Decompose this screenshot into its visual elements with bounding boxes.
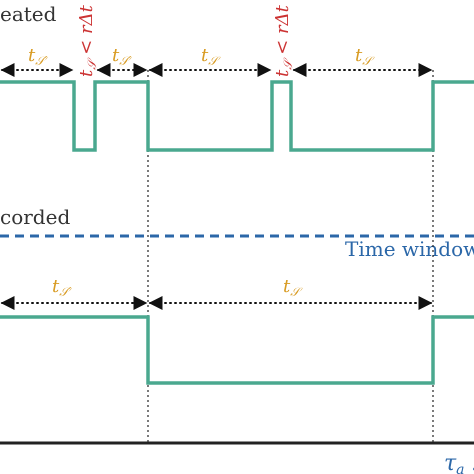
bottom-signal <box>0 315 474 385</box>
short-gap-label-2: t𝒮 < rΔt <box>272 4 295 77</box>
top-duration-label-2: t𝒮′ <box>112 45 132 68</box>
bottom-duration-label-1: t𝒮′ <box>52 276 72 299</box>
top-signal <box>0 80 474 152</box>
short-gap-label-1: t𝒮 < rΔt <box>76 4 99 77</box>
time-window-label: Time window <box>345 237 474 261</box>
middle-partial-label: corded <box>0 205 70 229</box>
top-duration-label-4: t𝒮 <box>355 45 375 68</box>
tau-label: τa : <box>444 451 474 474</box>
top-duration-label-1: t𝒮′ <box>28 45 48 68</box>
bottom-duration-label-2: t𝒮 <box>283 276 303 299</box>
top-partial-label: eated <box>0 2 57 26</box>
top-duration-label-3: t𝒮 <box>201 45 221 68</box>
